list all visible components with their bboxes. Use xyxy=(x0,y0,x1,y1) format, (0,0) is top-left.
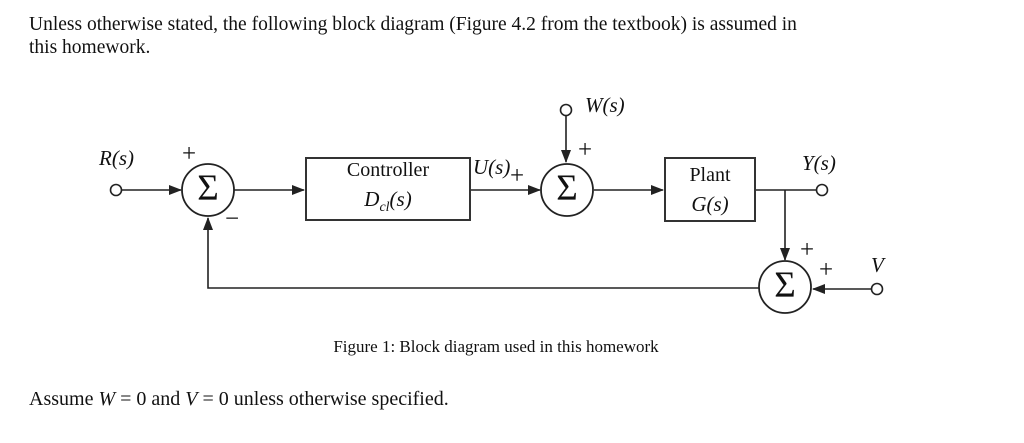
intro-line-1: Unless otherwise stated, the following b… xyxy=(29,14,797,35)
figure-caption: Figure 1: Block diagram used in this hom… xyxy=(333,337,659,356)
junction3-v-plus-sign: + xyxy=(818,256,834,284)
junction1-sigma: Σ xyxy=(197,168,219,210)
junction2-u-plus-sign: + xyxy=(509,162,525,190)
junction2-sigma: Σ xyxy=(556,168,578,210)
wire-feedback-to-junction1 xyxy=(203,217,759,289)
junction1-minus-sign: − xyxy=(224,205,240,233)
y-terminal-node xyxy=(815,183,829,197)
assumption-v-var: V xyxy=(185,388,198,410)
assumption-line: Assume W = 0 and V = 0 unless otherwise … xyxy=(29,388,449,411)
controller-block-label: Controller Dcl(s) xyxy=(306,158,470,220)
plant-block-label: Plant G(s) xyxy=(665,158,755,221)
v-terminal-node xyxy=(870,282,884,296)
summing-junction-1 xyxy=(181,163,235,217)
assumption-mid: = 0 and xyxy=(115,388,186,410)
assumption-post: = 0 unless otherwise specified. xyxy=(197,388,449,410)
junction3-sigma: Σ xyxy=(774,265,796,307)
r-terminal-node xyxy=(109,183,123,197)
controller-transfer-function: Dcl(s) xyxy=(364,185,411,222)
intro-line-2: this homework. xyxy=(29,37,151,58)
assumption-pre: Assume xyxy=(29,388,99,410)
y-signal-label: Y(s) xyxy=(802,151,836,175)
r-signal-label: R(s) xyxy=(99,146,134,170)
plant-title: Plant xyxy=(689,163,731,186)
w-terminal-node xyxy=(559,103,573,117)
junction1-plus-sign: + xyxy=(181,140,197,168)
plant-block xyxy=(664,157,756,222)
u-signal-label: U(s) xyxy=(473,155,511,179)
controller-tf-subscript: cl xyxy=(379,200,390,215)
summing-junction-2 xyxy=(540,163,594,217)
controller-tf-base: D xyxy=(364,187,380,211)
w-signal-label: W(s) xyxy=(585,93,625,117)
intro-paragraph: Unless otherwise stated, the following b… xyxy=(29,13,797,59)
v-signal-label: V xyxy=(871,253,884,277)
summing-junction-3 xyxy=(758,260,812,314)
assumption-w-var: W xyxy=(98,388,116,410)
controller-title: Controller xyxy=(346,159,430,181)
plant-transfer-function: G(s) xyxy=(691,191,729,216)
controller-block xyxy=(305,157,471,221)
junction3-top-plus-sign: + xyxy=(799,236,815,264)
junction2-w-plus-sign: + xyxy=(577,136,593,164)
controller-tf-args: (s) xyxy=(389,187,412,211)
